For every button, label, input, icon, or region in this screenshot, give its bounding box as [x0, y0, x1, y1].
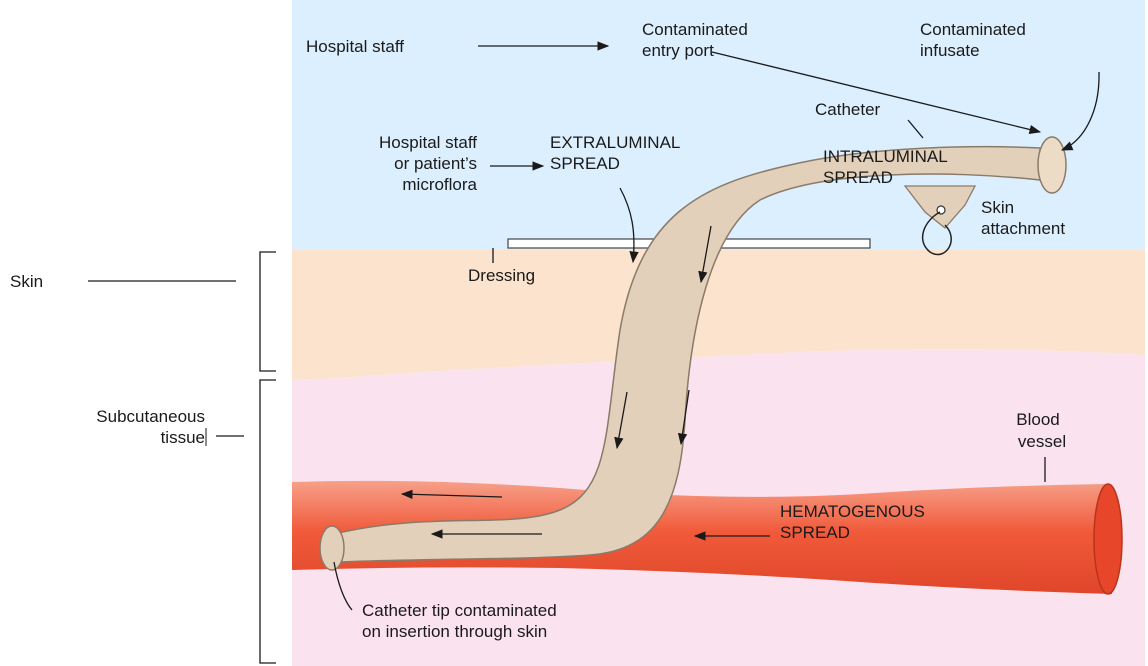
catheter-tip-label-line2: on insertion through skin — [362, 622, 547, 641]
skin-attachment-label-line2: attachment — [981, 219, 1065, 238]
catheter-tip-label-line1: Catheter tip contaminated — [362, 601, 557, 620]
subcutaneous-label-line1: Subcutaneous — [96, 407, 205, 426]
hospital-staff-label: Hospital staff — [306, 37, 404, 56]
extraluminal-label-line1: EXTRALUMINAL — [550, 133, 680, 152]
staff-flora-label-line3: microflora — [402, 175, 477, 194]
entry-port-label-line1: Contaminated — [642, 20, 748, 39]
infusate-label-line2: infusate — [920, 41, 980, 60]
extraluminal-label-line2: SPREAD — [550, 154, 620, 173]
skin-attachment-label-line1: Skin — [981, 198, 1014, 217]
intraluminal-label-line2: SPREAD — [823, 168, 893, 187]
catheter-tip — [320, 526, 344, 570]
hematogenous-label-line2: SPREAD — [780, 523, 850, 542]
skin-label: Skin — [10, 272, 43, 291]
staff-flora-label-line1: Hospital staff — [379, 133, 477, 152]
blood-vessel-label-line1: Blood — [1016, 410, 1059, 429]
catheter-label: Catheter — [815, 100, 881, 119]
blood-vessel-opening — [1094, 484, 1122, 594]
intraluminal-label-line1: INTRALUMINAL — [823, 147, 948, 166]
subcutaneous-label-line2: tissue — [161, 428, 205, 447]
blood-vessel-label-line2: vessel — [1018, 432, 1066, 451]
skin-bracket — [260, 252, 276, 371]
entry-port-label-line2: entry port — [642, 41, 714, 60]
subcutaneous-bracket — [260, 380, 276, 663]
infusate-label-line1: Contaminated — [920, 20, 1026, 39]
catheter-hub-opening — [1038, 137, 1066, 193]
dressing-label: Dressing — [468, 266, 535, 285]
hematogenous-label-line1: HEMATOGENOUS — [780, 502, 925, 521]
staff-flora-label-line2: or patient’s — [394, 154, 477, 173]
